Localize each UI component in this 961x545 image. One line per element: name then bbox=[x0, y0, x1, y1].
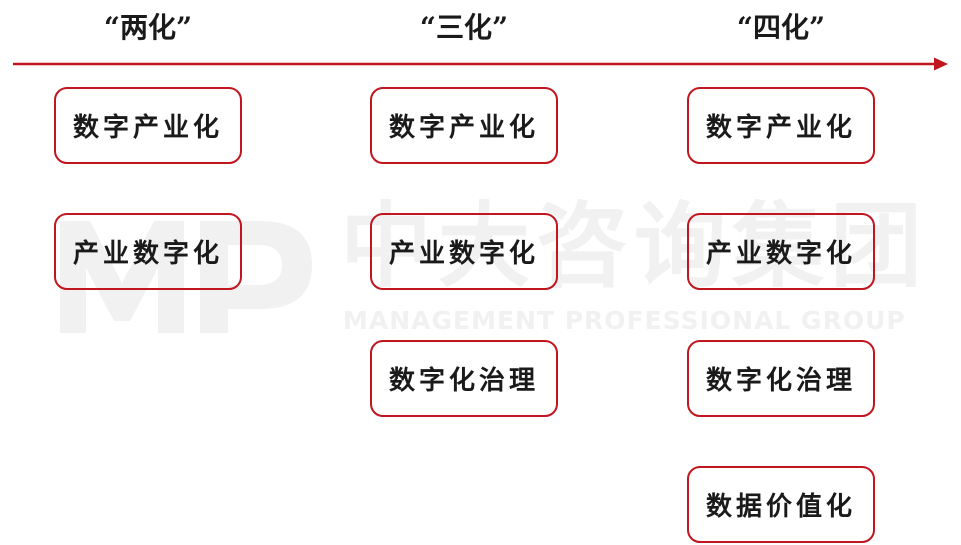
stage2-item-digital-governance: 数字化治理 bbox=[370, 340, 558, 417]
stage1-item-industrial-digitalization: 产业数字化 bbox=[54, 213, 242, 290]
stage3-item-digital-governance: 数字化治理 bbox=[687, 340, 875, 417]
stage2-item-industrial-digitalization: 产业数字化 bbox=[370, 213, 558, 290]
stage3-item-data-valorization: 数据价值化 bbox=[687, 466, 875, 543]
watermark-company-name-en: MANAGEMENT PROFESSIONAL GROUP bbox=[343, 306, 906, 335]
stage-title-three: “三化” bbox=[419, 11, 509, 44]
stage3-item-digital-industrialization: 数字产业化 bbox=[687, 87, 875, 164]
stage3-item-industrial-digitalization: 产业数字化 bbox=[687, 213, 875, 290]
stage-title-four: “四化” bbox=[736, 11, 826, 44]
stage1-item-digital-industrialization: 数字产业化 bbox=[54, 87, 242, 164]
stage-title-two: “两化” bbox=[103, 11, 193, 44]
stage2-item-digital-industrialization: 数字产业化 bbox=[370, 87, 558, 164]
